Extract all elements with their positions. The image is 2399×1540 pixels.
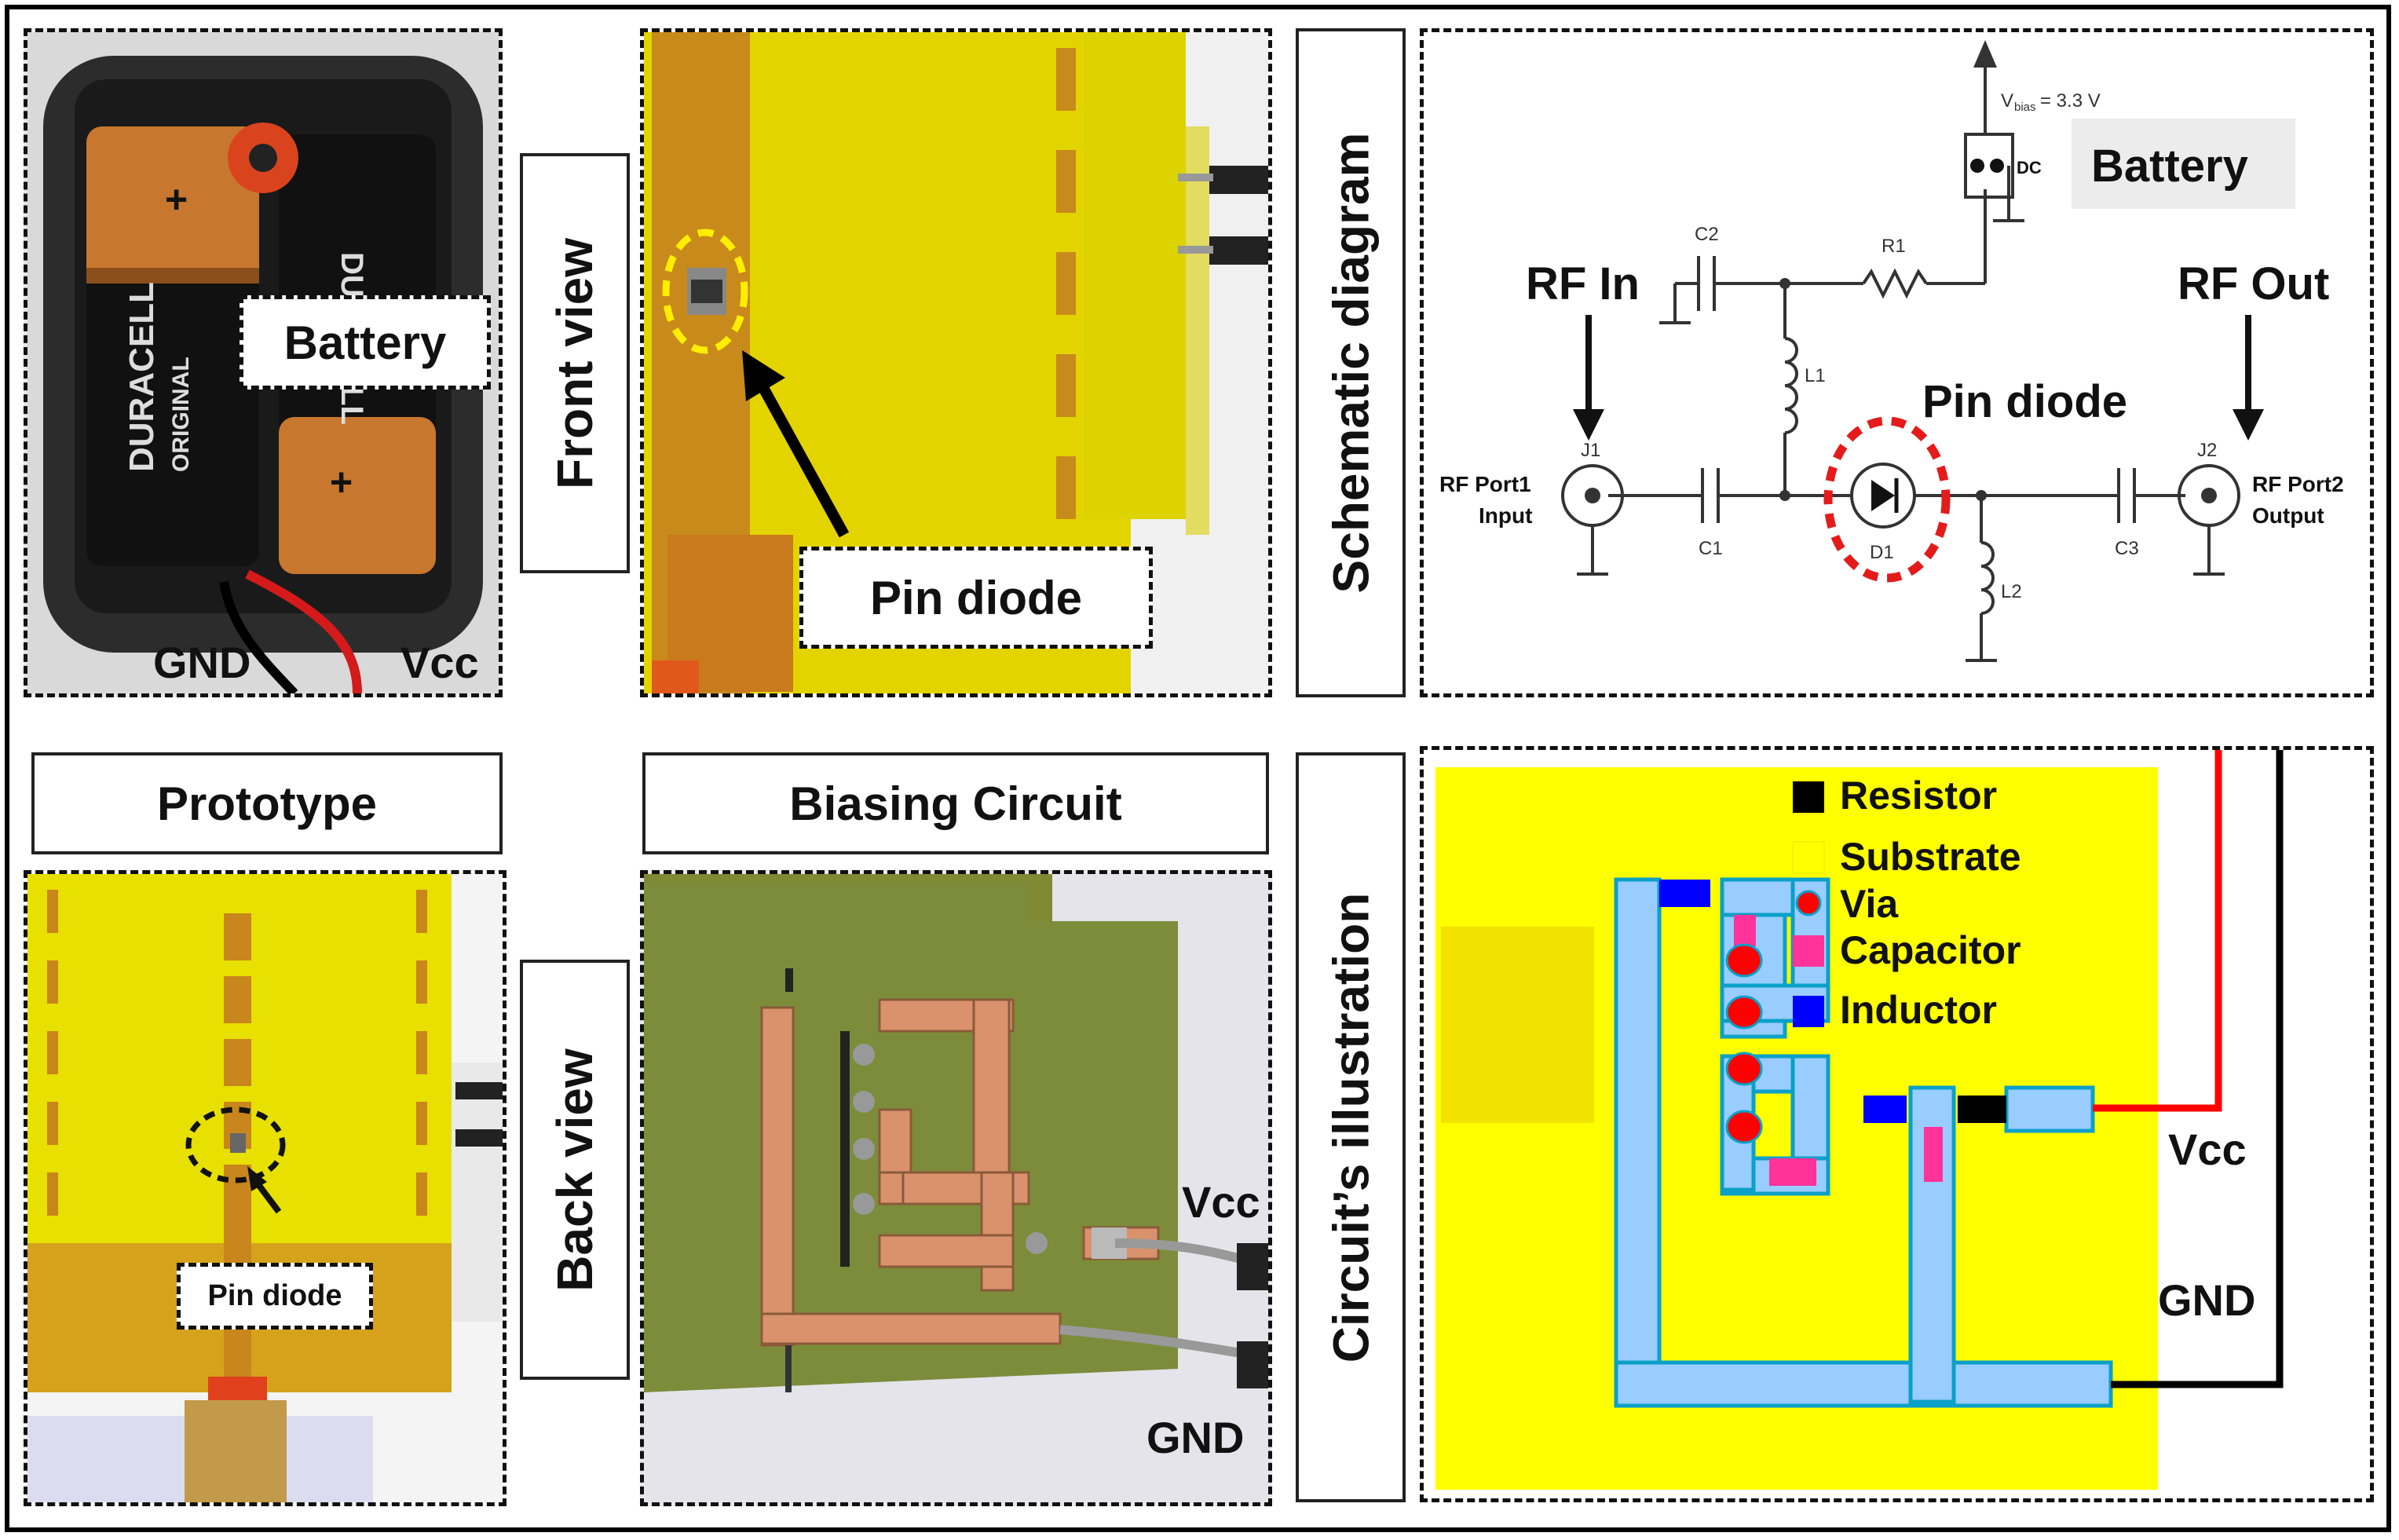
biasing-photo <box>644 874 1268 1502</box>
schematic-panel: V bias = 3.3 V DC C2 R1 L1 C1 D1 C3 L2 J… <box>1420 28 2374 697</box>
j1-label: J1 <box>1581 440 1600 461</box>
illustration-title-box: Circuit’s illustration <box>1296 752 1406 1502</box>
r1-label: R1 <box>1882 236 1906 257</box>
illustration-vcc-label: Vcc <box>2168 1125 2247 1174</box>
dc-label: DC <box>2017 158 2042 177</box>
biasing-title-box: Biasing Circuit <box>642 752 1269 854</box>
c2-label: C2 <box>1695 224 1719 245</box>
vcc-wire <box>2093 750 2222 1112</box>
front-view-title-box: Front view <box>520 153 630 573</box>
front-view-title: Front view <box>547 237 603 489</box>
back-view-title: Back view <box>547 1048 603 1292</box>
vcc-label: Vcc <box>400 638 479 687</box>
schematic-title: Schematic diagram <box>1322 132 1379 594</box>
rf-in-label: RF In <box>1526 258 1640 309</box>
j2-label: J2 <box>2197 440 2217 461</box>
schematic-diagram: V bias = 3.3 V DC C2 R1 L1 C1 D1 C3 L2 J… <box>1439 40 2344 662</box>
vbias-value: = 3.3 V <box>2040 90 2101 112</box>
schematic-pin-diode-label: Pin diode <box>1922 376 2127 427</box>
illustration-title: Circuit’s illustration <box>1322 892 1379 1363</box>
legend-inductor: Inductor <box>1840 988 1997 1032</box>
prototype-photo <box>27 874 503 1502</box>
c1-label: C1 <box>1699 538 1723 559</box>
legend-capacitor: Capacitor <box>1840 928 2021 972</box>
battery-tag: Battery <box>240 295 491 390</box>
gnd-label: GND <box>153 638 251 687</box>
biasing-gnd-label: GND <box>1146 1413 1245 1462</box>
battery-brand-sub: ORIGINAL <box>168 357 194 472</box>
biasing-circuit-title: Biasing Circuit <box>789 777 1122 830</box>
gnd-wire <box>2111 750 2284 1388</box>
vbias-label: V <box>2001 90 2013 112</box>
front-view-panel: Pin diode <box>640 28 1272 697</box>
schematic-battery-tag: Battery <box>2091 141 2248 192</box>
biasing-photo-panel: Vcc GND <box>640 870 1272 1506</box>
legend-resistor: Resistor <box>1840 774 1997 818</box>
prototype-title: Prototype <box>156 777 378 830</box>
l1-label: L1 <box>1805 365 1826 386</box>
back-view-title-box: Back view <box>520 960 630 1380</box>
port1-label: RF Port1 <box>1439 472 1531 496</box>
figure-frame <box>5 5 2391 1532</box>
c3-label: C3 <box>2115 538 2139 559</box>
port2-sublabel: Output <box>2252 503 2324 528</box>
port2-label: RF Port2 <box>2252 472 2344 496</box>
legend: Resistor Substrate Via Capacitor Inducto… <box>1792 774 2021 1032</box>
vbias-subscript: bias <box>2014 101 2036 114</box>
biasing-vcc-label: Vcc <box>1182 1177 1260 1227</box>
rf-out-label: RF Out <box>2178 258 2329 309</box>
battery-brand-left: DURACELL <box>123 282 161 472</box>
schematic-title-box: Schematic diagram <box>1296 28 1406 697</box>
port1-sublabel: Input <box>1479 503 1532 528</box>
circuit-illustration: Resistor Substrate Via Capacitor Inducto… <box>1435 750 2284 1490</box>
front-pin-diode-tag: Pin diode <box>799 547 1153 649</box>
legend-via: Via <box>1840 882 1899 926</box>
illustration-panel: Resistor Substrate Via Capacitor Inducto… <box>1420 746 2374 1502</box>
l2-label: L2 <box>2001 581 2022 602</box>
prototype-title-box: Prototype <box>31 752 503 854</box>
battery-photo-panel: + DURACELL ORIGINAL + DURACELL Battery G… <box>24 28 503 697</box>
prototype-panel: Pin diode <box>24 870 506 1506</box>
illustration-gnd-label: GND <box>2158 1275 2255 1325</box>
svg-text:+: + <box>165 177 188 221</box>
svg-text:+: + <box>330 460 353 504</box>
d1-label: D1 <box>1870 542 1894 563</box>
legend-substrate: Substrate <box>1840 835 2021 879</box>
prototype-pin-diode-tag: Pin diode <box>177 1263 373 1330</box>
